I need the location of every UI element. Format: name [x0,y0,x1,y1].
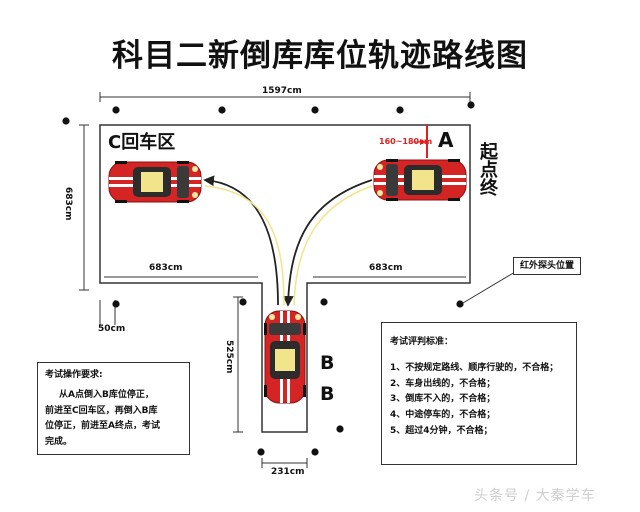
dim-offset-label: 50cm [98,324,126,334]
zone-a-label: A [438,128,454,152]
operation-line-3: 位停正，前进至A终点，考试 [45,421,160,432]
zone-c-label: C回车区 [108,132,176,153]
operation-line-4: 完成。 [45,437,73,447]
sensor-markers [62,101,475,456]
criteria-item-3: 3、倒库不入的，不合格； [390,394,496,405]
area-outline [99,124,471,433]
dim-garage-width-label: 231cm [271,467,305,477]
criteria-item-5: 5、超过4分钟，不合格； [390,425,493,436]
operation-heading: 考试操作要求: [45,370,103,380]
criteria-item-2: 2、车身出线的，不合格； [390,378,496,389]
dim-left-width-label: 683cm [149,263,183,273]
watermark: 头条号 / 大秦学车 [474,488,596,504]
criteria-item-4: 4、中途停车的，不合格； [390,410,496,420]
car-b-garage [263,310,307,404]
dim-garage-depth-label: 525cm [224,340,234,374]
operation-requirements-box: 考试操作要求: 从A点倒入B库位停正， 前进至C回车区，再倒入B库 位停正，前进… [37,362,190,455]
sensor-position-label: 红外探头位置 [513,257,582,275]
sensor-callout-line [462,271,516,304]
operation-line-2: 前进至C回车区，再倒入B库 [45,405,158,416]
operation-line-1: 从A点倒入B库位停正， [59,389,154,400]
trajectory-to-c [203,175,279,306]
dim-depth-label: 683cm [63,187,73,221]
zone-b-label-1: B [320,352,335,374]
criteria-item-1: 1、不按规定路线、顺序行驶的，不合格； [390,362,559,373]
dim-total-width-label: 1597cm [262,86,302,96]
page-title: 科目二新倒库库位轨迹路线图 [112,38,528,74]
start-end-label: 起点终 [477,142,498,196]
car-c-zone [108,160,202,204]
criteria-heading: 考试评判标准： [390,337,454,347]
trajectory-from-a [282,179,373,307]
dim-right-width-label: 683cm [369,263,403,273]
car-a-point [373,158,467,202]
stop-range-label: 160~180cm [379,137,433,146]
criteria-box: 考试评判标准： 1、不按规定路线、顺序行驶的，不合格； 2、车身出线的，不合格；… [381,322,577,465]
zone-b-label-2: B [320,383,335,405]
